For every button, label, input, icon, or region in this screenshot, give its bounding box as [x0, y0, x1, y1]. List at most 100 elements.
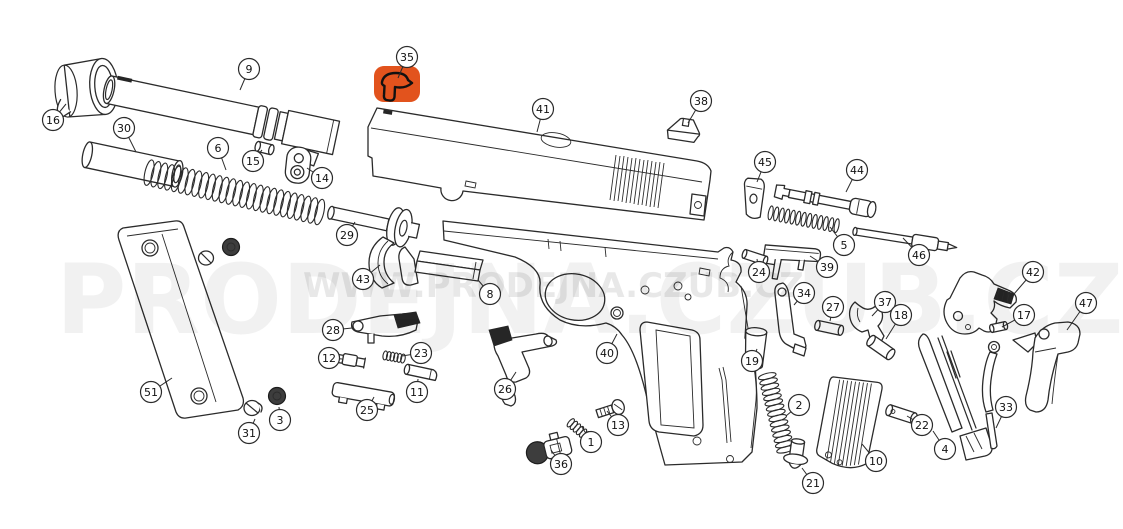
- svg-text:37: 37: [878, 296, 892, 309]
- part-39-ejector: [762, 244, 822, 280]
- svg-text:10: 10: [869, 455, 883, 468]
- svg-text:29: 29: [340, 229, 354, 242]
- svg-text:44: 44: [850, 164, 864, 177]
- svg-text:33: 33: [999, 401, 1013, 414]
- callout-5[interactable]: 5: [829, 226, 856, 257]
- callout-8[interactable]: 8: [477, 279, 502, 306]
- part-2-mainspring: [757, 372, 795, 454]
- svg-text:47: 47: [1079, 297, 1093, 310]
- svg-text:36: 36: [554, 458, 568, 471]
- svg-text:5: 5: [841, 239, 848, 252]
- part-42-hammer: [943, 270, 1017, 335]
- part-4-sear-spring: [917, 333, 993, 461]
- callout-24[interactable]: 24: [747, 258, 771, 284]
- part-27-hammer-pin: [814, 319, 845, 336]
- callout-46[interactable]: 46: [902, 237, 931, 267]
- callout-11[interactable]: 11: [405, 378, 429, 404]
- callout-12[interactable]: 12: [317, 346, 343, 370]
- callout-34[interactable]: 34: [792, 281, 816, 306]
- callout-15[interactable]: 15: [241, 149, 265, 173]
- callout-19[interactable]: 19: [740, 348, 764, 373]
- callout-33[interactable]: 33: [994, 395, 1018, 429]
- grip-screw-upper: [197, 237, 241, 266]
- svg-text:18: 18: [894, 309, 908, 322]
- callout-45[interactable]: 45: [753, 150, 777, 183]
- svg-text:11: 11: [410, 386, 424, 399]
- callout-2[interactable]: 2: [785, 393, 811, 417]
- callout-25[interactable]: 25: [355, 396, 379, 422]
- part-41-slide: [367, 107, 712, 221]
- callout-42[interactable]: 42: [1013, 260, 1045, 295]
- callout-39[interactable]: 39: [809, 255, 839, 279]
- svg-text:12: 12: [322, 352, 336, 365]
- callout-22[interactable]: 22: [906, 413, 934, 437]
- part-10-mainspring-housing: [816, 376, 883, 469]
- callout-3[interactable]: 3: [268, 406, 292, 432]
- callout-30[interactable]: 30: [112, 116, 137, 153]
- part-17-strut-pin: [989, 321, 1009, 334]
- callout-16[interactable]: 16: [41, 103, 67, 132]
- callout-9[interactable]: 9: [237, 57, 261, 91]
- callout-37[interactable]: 37: [871, 290, 897, 317]
- svg-text:23: 23: [414, 347, 428, 360]
- callout-35[interactable]: 35: [395, 45, 419, 79]
- callout-47[interactable]: 47: [1066, 291, 1098, 331]
- callout-21[interactable]: 21: [801, 467, 825, 495]
- callout-31[interactable]: 31: [237, 418, 261, 445]
- part-9-barrel: [102, 75, 341, 167]
- svg-text:13: 13: [611, 419, 625, 432]
- part-5-firing-pin-spring: [767, 205, 840, 234]
- svg-text:51: 51: [144, 386, 158, 399]
- svg-text:40: 40: [600, 347, 614, 360]
- svg-text:14: 14: [315, 172, 329, 185]
- callout-18[interactable]: 18: [885, 303, 913, 340]
- part-3-grip-screw-bushing: [267, 386, 287, 406]
- callout-4[interactable]: 4: [932, 430, 957, 461]
- part-35-front-sight[interactable]: [380, 71, 414, 102]
- part-14-barrel-link: [284, 146, 312, 184]
- svg-text:45: 45: [758, 156, 772, 169]
- callout-41[interactable]: 41: [531, 97, 555, 133]
- callout-23[interactable]: 23: [401, 341, 433, 365]
- watermark-small: WWW.PRODEJNA.CZUB.CZ: [303, 266, 804, 306]
- part-13-catch-lock: [595, 398, 625, 419]
- part-30-recoil-spring-plug: [81, 141, 184, 188]
- part-34-disconnector: [774, 282, 807, 357]
- callout-38[interactable]: 38: [687, 89, 713, 124]
- svg-text:22: 22: [915, 419, 929, 432]
- part-28-slide-stop: [350, 311, 421, 344]
- callout-28[interactable]: 28: [321, 318, 353, 342]
- svg-text:24: 24: [752, 266, 766, 279]
- svg-text:26: 26: [498, 383, 512, 396]
- svg-text:17: 17: [1017, 309, 1031, 322]
- callout-51[interactable]: 51: [139, 377, 173, 404]
- part-43-trigger-shoe: [368, 236, 395, 289]
- svg-text:4: 4: [942, 443, 949, 456]
- callout-14[interactable]: 14: [306, 166, 334, 190]
- callout-27[interactable]: 27: [821, 295, 845, 322]
- callout-44[interactable]: 44: [845, 158, 869, 193]
- part-31-grip-screw: [243, 399, 263, 417]
- svg-text:1: 1: [588, 436, 595, 449]
- callout-10[interactable]: 10: [861, 443, 888, 473]
- part-51-grip-panel: [117, 220, 245, 419]
- part-36-magazine-catch: [525, 431, 573, 465]
- svg-text:2: 2: [796, 399, 803, 412]
- svg-text:43: 43: [356, 273, 370, 286]
- callout-36[interactable]: 36: [549, 449, 573, 476]
- part-11-safety-plunger: [403, 363, 438, 382]
- callout-29[interactable]: 29: [335, 221, 359, 247]
- callout-13[interactable]: 13: [606, 410, 630, 437]
- callout-1[interactable]: 1: [579, 426, 603, 454]
- callout-43[interactable]: 43: [351, 264, 381, 291]
- callout-17[interactable]: 17: [1001, 303, 1036, 328]
- callout-26[interactable]: 26: [493, 371, 517, 401]
- svg-text:31: 31: [242, 427, 256, 440]
- svg-text:3: 3: [277, 414, 284, 427]
- callout-6[interactable]: 6: [206, 136, 230, 171]
- part-47-grip-safety: [1012, 321, 1081, 413]
- part-40-frame: [442, 220, 758, 466]
- callout-40[interactable]: 40: [595, 333, 619, 365]
